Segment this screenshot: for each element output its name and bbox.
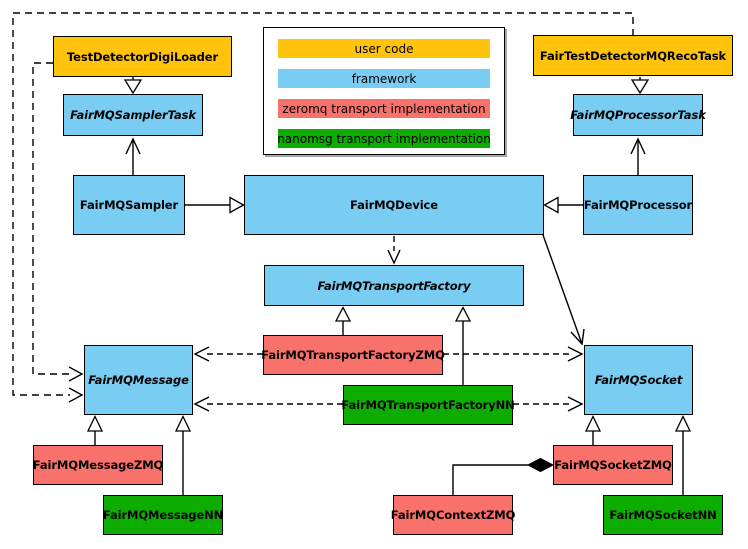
class-label: FairMQProcessorTask bbox=[570, 108, 706, 122]
edge-line bbox=[542, 234, 583, 345]
edge-fairtestdetectormqrecotask-inherits-fairmqprocessortask bbox=[630, 77, 650, 95]
legend-label: user code bbox=[354, 41, 414, 56]
edge-testdetectordigiloader-depends-fairmqmessage bbox=[32, 62, 84, 382]
legend-swatch-zeromq: zeromq transport implementation bbox=[278, 99, 490, 118]
class-box-fairmqsocket: FairMQSocket bbox=[584, 345, 693, 415]
legend-label: nanomsg transport implementation bbox=[277, 131, 491, 146]
class-box-fairmqtransportfactorynn: FairMQTransportFactoryNN bbox=[341, 385, 515, 425]
open-arrowhead bbox=[125, 137, 141, 155]
class-label: FairMQSocketNN bbox=[609, 508, 717, 522]
open-arrowhead bbox=[567, 396, 584, 412]
edge-fairmqprocessor-uses-fairmqprocessortask bbox=[630, 137, 646, 175]
class-box-fairmqsamplertask: FairMQSamplerTask bbox=[63, 94, 203, 136]
edge-fairmqdevice-depends-fairmqtransportfactory bbox=[387, 236, 401, 265]
legend-panel: user code framework zeromq transport imp… bbox=[263, 27, 505, 155]
inheritance-arrowhead bbox=[86, 415, 104, 432]
edge-fairmqtransportfactorynn-depends-fairmqmessage bbox=[193, 396, 343, 412]
class-label: FairMQTransportFactoryZMQ bbox=[261, 348, 445, 362]
open-arrowhead bbox=[567, 346, 584, 362]
class-box-fairmqprocessor: FairMQProcessor bbox=[583, 175, 693, 235]
edge-fairmqdevice-uses-fairmqsocket bbox=[542, 234, 585, 346]
class-box-fairmqprocessortask: FairMQProcessorTask bbox=[570, 94, 706, 136]
edge-fairmqtransportfactorynn-inherits-fairmqtransportfactory bbox=[454, 306, 472, 385]
class-label: TestDetectorDigiLoader bbox=[66, 49, 219, 64]
edge-fairmqsocketzmq-composes-fairmqcontextzmq bbox=[452, 457, 555, 495]
edge-fairmqmessagenn-inherits-fairmqmessage bbox=[174, 415, 192, 495]
class-label: FairMQSamplerTask bbox=[70, 108, 196, 122]
class-box-fairmqdevice: FairMQDevice bbox=[244, 175, 544, 235]
class-box-fairmqsampler: FairMQSampler bbox=[73, 175, 185, 235]
inheritance-arrowhead bbox=[334, 306, 352, 322]
class-label: FairMQDevice bbox=[350, 198, 438, 212]
inheritance-arrowhead bbox=[229, 196, 245, 214]
class-label: FairMQSocketZMQ bbox=[554, 458, 672, 472]
edge-fairmqprocessor-inherits-fairmqdevice bbox=[543, 196, 583, 214]
class-box-fairmqtransportfactoryzmq: FairMQTransportFactoryZMQ bbox=[261, 335, 445, 375]
class-box-fairmqsocketnn: FairMQSocketNN bbox=[603, 495, 723, 535]
class-box-fairmqmessage: FairMQMessage bbox=[84, 345, 193, 415]
class-label: FairMQTransportFactoryNN bbox=[341, 398, 515, 412]
inheritance-arrowhead bbox=[123, 79, 143, 95]
edge-fairmqtransportfactoryzmq-depends-fairmqsocket bbox=[443, 346, 584, 362]
edge-line bbox=[452, 464, 528, 495]
class-box-fairmqcontextzmq: FairMQContextZMQ bbox=[390, 495, 516, 535]
class-label: FairMQMessageZMQ bbox=[32, 458, 164, 472]
class-label: FairMQSocket bbox=[594, 373, 683, 387]
class-box-fairmqsocketzmq: FairMQSocketZMQ bbox=[553, 445, 673, 485]
edge-fairmqtransportfactoryzmq-depends-fairmqmessage bbox=[193, 346, 263, 362]
class-box-fairmqtransportfactory: FairMQTransportFactory bbox=[264, 265, 524, 306]
open-arrowhead bbox=[193, 346, 210, 362]
inheritance-arrowhead bbox=[584, 415, 602, 432]
open-arrowhead bbox=[387, 249, 401, 265]
edge-fairmqtransportfactorynn-depends-fairmqsocket bbox=[513, 396, 584, 412]
class-box-testdetectordigiloader: TestDetectorDigiLoader bbox=[53, 36, 232, 77]
class-label: FairMQSampler bbox=[79, 198, 179, 212]
legend-swatch-framework: framework bbox=[278, 69, 490, 88]
class-box-fairtestdetectormqrecotask: FairTestDetectorMQRecoTask bbox=[533, 35, 733, 76]
class-label: FairTestDetectorMQRecoTask bbox=[539, 48, 727, 63]
inheritance-arrowhead bbox=[543, 196, 559, 214]
class-label: FairMQMessage bbox=[88, 373, 189, 387]
class-label: FairMQTransportFactory bbox=[317, 278, 471, 293]
legend-label: zeromq transport implementation bbox=[282, 101, 486, 116]
edge-fairmqsampler-uses-fairmqsamplertask bbox=[125, 137, 141, 175]
edge-line bbox=[32, 62, 70, 375]
open-arrowhead bbox=[193, 396, 210, 412]
legend-label: framework bbox=[351, 71, 417, 86]
open-arrowhead bbox=[630, 137, 646, 155]
inheritance-arrowhead bbox=[630, 79, 650, 95]
class-box-fairmqmessagezmq: FairMQMessageZMQ bbox=[33, 445, 163, 485]
class-label: FairMQMessageNN bbox=[102, 508, 224, 522]
open-arrowhead bbox=[68, 366, 84, 382]
class-label: FairMQProcessor bbox=[583, 198, 693, 212]
edge-fairmqsocketnn-inherits-fairmqsocket bbox=[674, 415, 692, 495]
edge-fairmqsampler-inherits-fairmqdevice bbox=[185, 196, 245, 214]
inheritance-arrowhead bbox=[454, 306, 472, 322]
edge-testdetectordigiloader-inherits-fairmqsamplertask bbox=[123, 77, 143, 95]
edge-fairmqsocketzmq-inherits-fairmqsocket bbox=[584, 415, 602, 445]
class-box-fairmqmessagenn: FairMQMessageNN bbox=[103, 495, 223, 535]
edge-line bbox=[12, 12, 634, 396]
class-label: FairMQContextZMQ bbox=[390, 508, 516, 522]
open-arrowhead bbox=[68, 387, 84, 403]
inheritance-arrowhead bbox=[174, 415, 192, 432]
edge-fairtestdetectormqrecotask-depends-fairmqmessage bbox=[12, 12, 634, 403]
legend-swatch-nanomsg: nanomsg transport implementation bbox=[277, 129, 491, 148]
edge-fairmqtransportfactoryzmq-inherits-fairmqtransportfactory bbox=[334, 306, 352, 335]
edge-fairmqmessagezmq-inherits-fairmqmessage bbox=[86, 415, 104, 445]
inheritance-arrowhead bbox=[674, 415, 692, 432]
legend-swatch-user-code: user code bbox=[278, 39, 490, 58]
composition-diamond bbox=[526, 457, 555, 473]
open-arrowhead bbox=[570, 328, 585, 346]
